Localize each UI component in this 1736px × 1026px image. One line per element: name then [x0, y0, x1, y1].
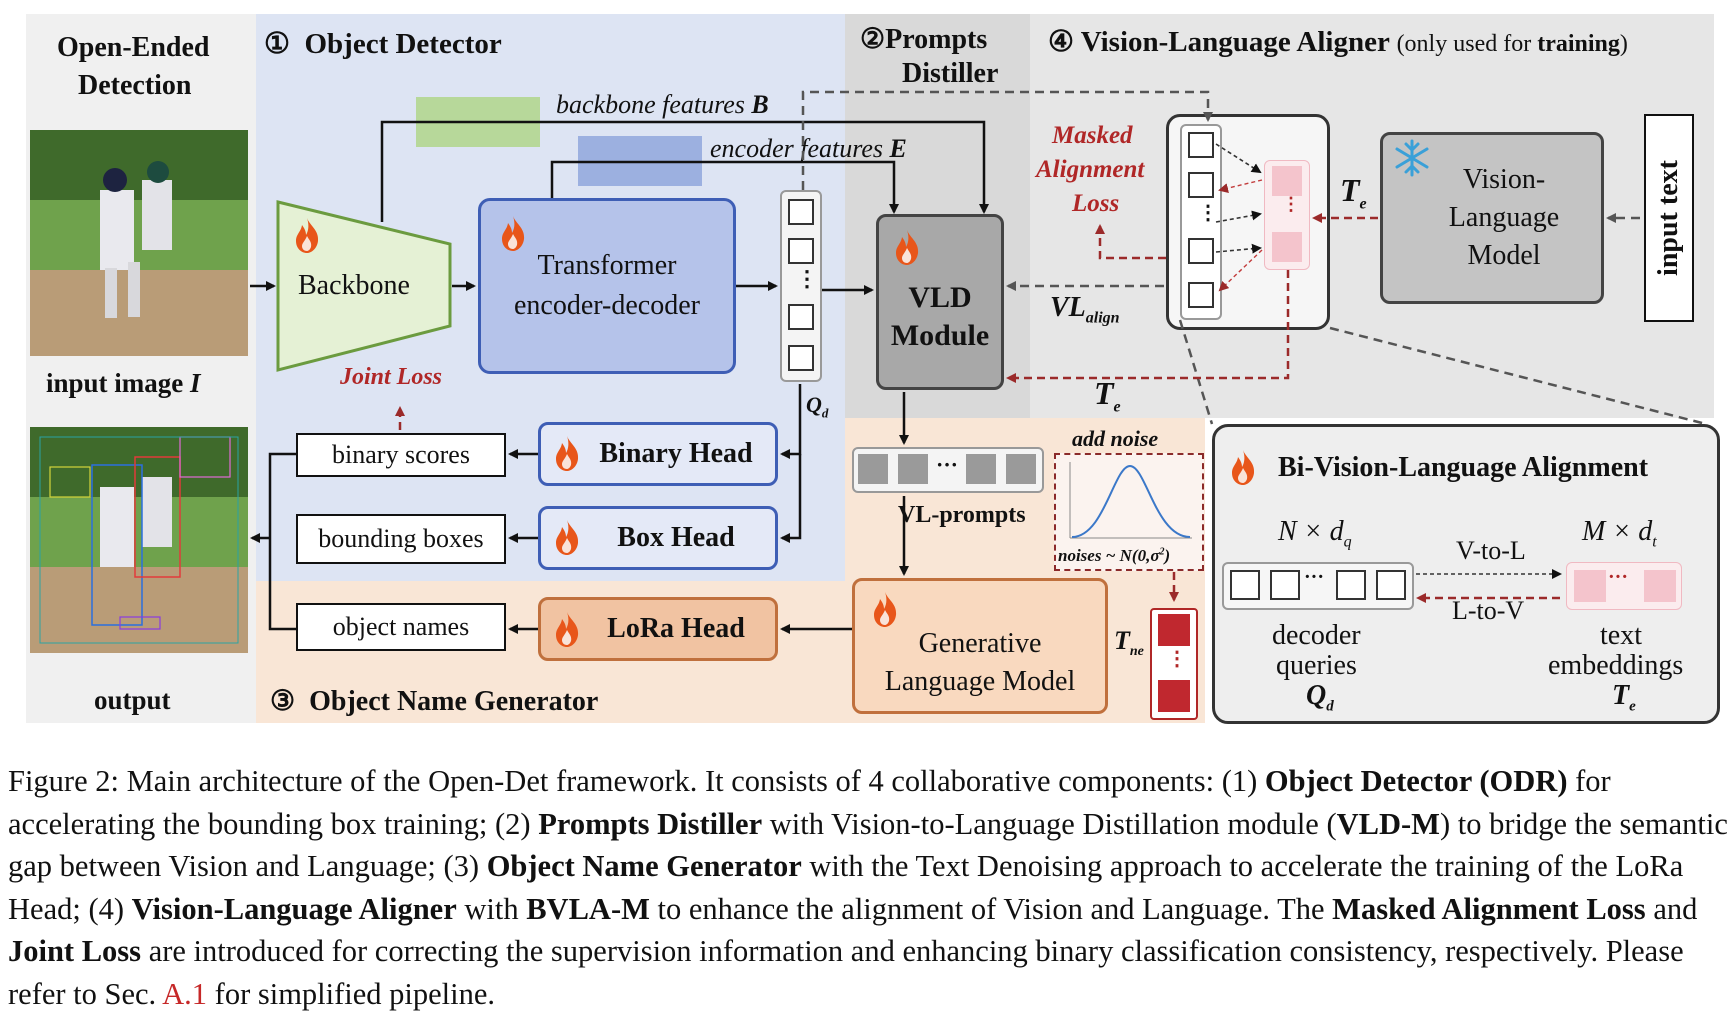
snowflake-icon	[1395, 139, 1429, 177]
distiller-title-line1: ②Prompts	[860, 24, 988, 55]
flame-icon	[502, 216, 525, 251]
decoder-queries-symbol: Qd	[1306, 680, 1334, 715]
vl-prompts-label: VL-prompts	[898, 502, 1026, 528]
query-cell	[788, 304, 814, 330]
bvla-title: Bi-Vision-Language Alignment	[1278, 452, 1649, 483]
tne-label: Tne	[1114, 626, 1144, 660]
backbone-shape	[276, 200, 452, 372]
decoder-queries-line2: queries	[1276, 650, 1357, 681]
binary-head: Binary Head	[538, 422, 778, 486]
aligner-text-token	[1272, 232, 1302, 262]
vl-prompt-token	[966, 454, 996, 484]
output-label: output	[94, 685, 171, 715]
left-title-line1: Open-Ended	[57, 32, 210, 63]
section-reference-link[interactable]: A.1	[162, 976, 208, 1011]
bvla-text-token	[1574, 570, 1606, 602]
decoder-queries-line1: decoder	[1272, 620, 1361, 651]
tne-ellipsis: ⋮	[1167, 648, 1187, 670]
joint-loss-label: Joint Loss	[340, 364, 443, 390]
te-label-upper: Te	[1340, 172, 1367, 213]
text-embeddings-line2: embeddings	[1548, 650, 1684, 681]
query-cell	[788, 238, 814, 264]
input-text-box: input text	[1644, 114, 1694, 322]
distiller-title-line2: Distiller	[902, 58, 999, 89]
generator-title: ③ Object Name Generator	[270, 686, 599, 717]
flame-icon	[556, 612, 579, 647]
left-title-line2: Detection	[78, 70, 192, 101]
flame-icon	[556, 520, 579, 555]
vld-module: VLD Module	[876, 214, 1004, 390]
bvla-query-cell	[1230, 570, 1260, 600]
tne-token	[1158, 680, 1190, 712]
backbone-label: Backbone	[298, 270, 410, 301]
bvla-text-ellipsis: ···	[1608, 566, 1629, 588]
flame-icon	[874, 592, 897, 627]
box-head: Box Head	[538, 506, 778, 570]
aligner-query-cell	[1188, 132, 1214, 158]
noises-label: noises ~ N(0,σ2)	[1058, 546, 1171, 565]
masked-loss-line2: Alignment	[1036, 156, 1145, 183]
tne-token	[1158, 614, 1190, 646]
aligner-text-ellipsis: ⋮	[1282, 194, 1300, 214]
masked-loss-line1: Masked	[1052, 122, 1133, 149]
aligner-query-cell	[1188, 282, 1214, 308]
detector-title: ① Object Detector	[264, 28, 502, 60]
masked-loss-line3: Loss	[1072, 190, 1120, 217]
text-embeddings-symbol: Te	[1612, 680, 1636, 715]
flame-icon	[1232, 450, 1255, 485]
l-to-v-label: L-to-V	[1452, 596, 1525, 625]
encoder-features-label: encoder features E	[710, 134, 907, 163]
bvla-query-cell	[1336, 570, 1366, 600]
flame-icon	[896, 230, 919, 265]
bounding-boxes-box: bounding boxes	[296, 514, 506, 564]
bvla-query-cell	[1376, 570, 1406, 600]
vl-prompt-token	[898, 454, 928, 484]
query-label: Qd	[806, 392, 829, 421]
object-names-box: object names	[296, 603, 506, 651]
lora-head: LoRa Head	[538, 597, 778, 661]
vl-align-label: VLalign	[1050, 292, 1120, 327]
bvla-query-cell	[1270, 570, 1300, 600]
bvla-text-token	[1644, 570, 1676, 602]
query-ellipsis: ⋮	[796, 266, 818, 291]
flame-icon	[296, 218, 319, 253]
query-cell	[788, 345, 814, 371]
vl-prompt-token	[1006, 454, 1036, 484]
te-label-lower: Te	[1094, 375, 1121, 416]
flame-icon	[556, 436, 579, 471]
photo-icon	[30, 427, 248, 653]
aligner-query-cell	[1188, 172, 1214, 198]
binary-scores-box: binary scores	[296, 433, 506, 477]
aligner-title: ④ Vision-Language Aligner (only used for…	[1048, 26, 1628, 58]
aligner-query-ellipsis: ⋮	[1198, 202, 1218, 224]
v-to-l-label: V-to-L	[1456, 536, 1526, 565]
input-image	[30, 130, 248, 356]
transformer-block: Transformer encoder-decoder	[478, 198, 736, 374]
aligner-query-cell	[1188, 238, 1214, 264]
connector-layer	[250, 90, 1707, 634]
bvla-query-ellipsis: ···	[1304, 566, 1325, 588]
photo-icon	[30, 130, 248, 356]
add-noise-label: add noise	[1072, 426, 1159, 451]
vl-prompt-ellipsis: ···	[936, 452, 959, 477]
text-embeddings-line1: text	[1600, 620, 1642, 651]
generative-language-model: Generative Language Model	[852, 578, 1108, 714]
query-cell	[788, 199, 814, 225]
input-image-label: input image I	[46, 368, 201, 398]
noise-box	[1054, 453, 1204, 571]
backbone-features-label: backbone features B	[556, 90, 769, 119]
m-dt-label: M × dt	[1582, 516, 1657, 551]
gaussian-curve-icon	[1069, 462, 1192, 539]
figure-caption: Figure 2: Main architecture of the Open-…	[8, 764, 1728, 1011]
n-dq-label: N × dq	[1278, 516, 1352, 551]
output-image	[30, 427, 248, 653]
vl-prompt-token	[858, 454, 888, 484]
aligner-text-token	[1272, 166, 1302, 196]
